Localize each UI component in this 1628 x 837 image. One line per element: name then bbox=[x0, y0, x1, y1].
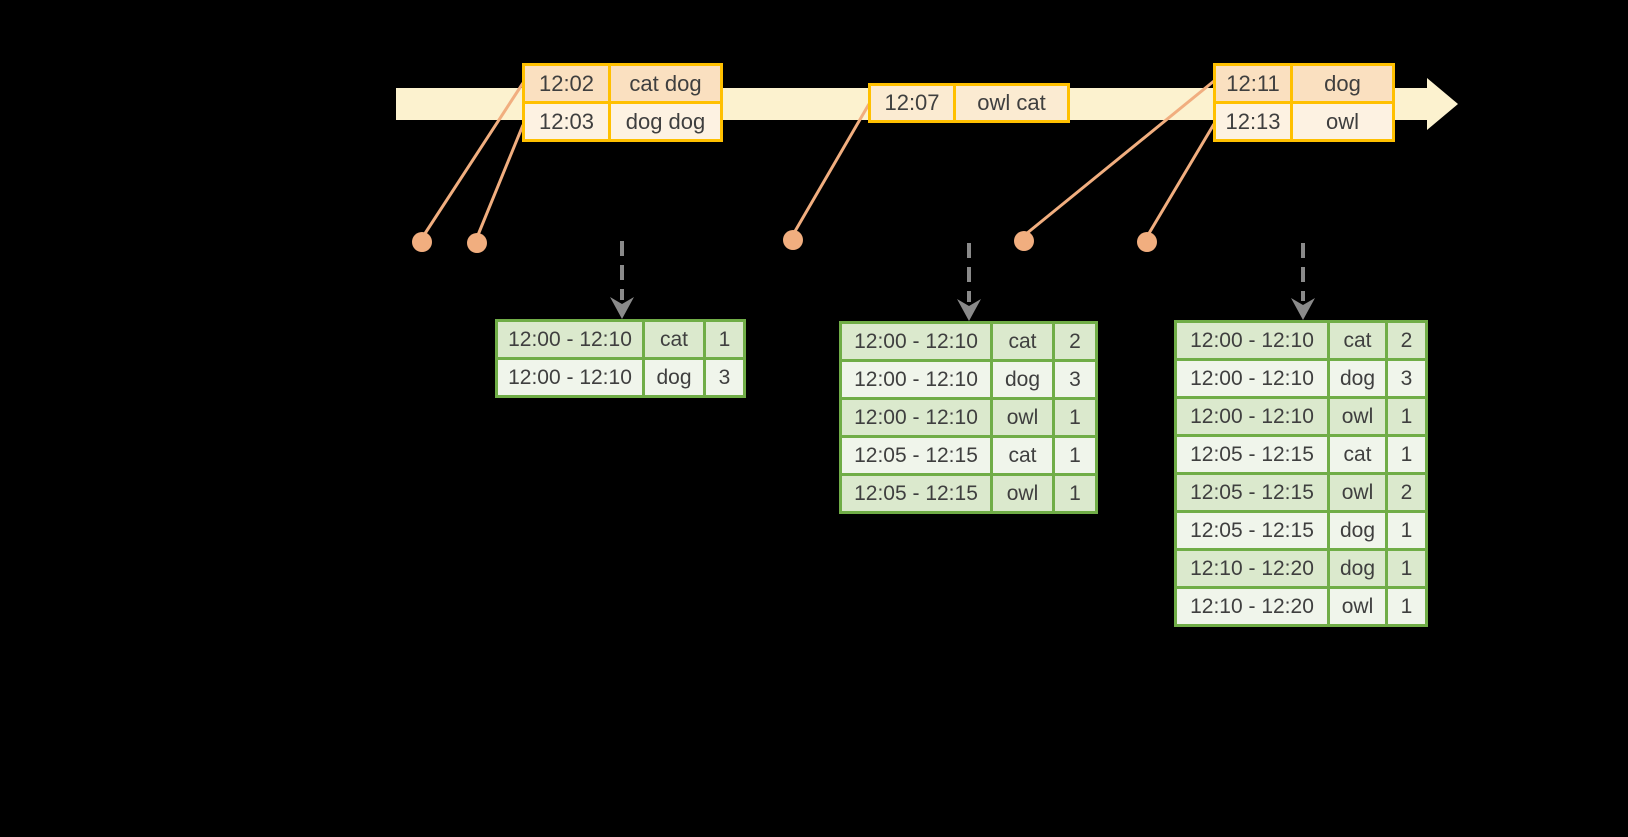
result-window: 12:00 - 12:10 bbox=[1177, 323, 1327, 358]
result-word: cat bbox=[1330, 437, 1385, 472]
result-window: 12:10 - 12:20 bbox=[1177, 589, 1327, 624]
result-count: 2 bbox=[1055, 324, 1095, 359]
result-count: 3 bbox=[1055, 362, 1095, 397]
result-count: 1 bbox=[1055, 438, 1095, 473]
event-words: owl bbox=[1293, 104, 1392, 139]
result-count: 3 bbox=[706, 360, 743, 395]
result-window: 12:05 - 12:15 bbox=[842, 438, 990, 473]
result-window: 12:00 - 12:10 bbox=[1177, 361, 1327, 396]
result-count: 1 bbox=[1388, 399, 1425, 434]
result-window: 12:00 - 12:10 bbox=[498, 360, 642, 395]
result-window: 12:05 - 12:15 bbox=[1177, 475, 1327, 510]
event-dot bbox=[1137, 232, 1157, 252]
result-window: 12:00 - 12:10 bbox=[842, 400, 990, 435]
event-time: 12:13 bbox=[1216, 104, 1290, 139]
event-time: 12:07 bbox=[871, 86, 953, 120]
event-connector-line bbox=[792, 103, 871, 234]
result-word: cat bbox=[993, 438, 1052, 473]
result-word: owl bbox=[993, 400, 1052, 435]
emit-arrow-head-icon bbox=[957, 299, 981, 321]
event-table-3: 12:11 dog 12:13 owl bbox=[1213, 63, 1395, 142]
result-table-1: 12:00 - 12:10 cat 1 12:00 - 12:10 dog 3 bbox=[495, 319, 746, 398]
result-count: 2 bbox=[1388, 475, 1425, 510]
result-word: owl bbox=[1330, 475, 1385, 510]
result-word: owl bbox=[1330, 399, 1385, 434]
result-window: 12:00 - 12:10 bbox=[842, 362, 990, 397]
stream-arrowhead-icon bbox=[1427, 78, 1458, 130]
result-word: dog bbox=[993, 362, 1052, 397]
event-time: 12:03 bbox=[525, 104, 608, 139]
result-count: 2 bbox=[1388, 323, 1425, 358]
result-count: 1 bbox=[1388, 551, 1425, 586]
event-words: dog bbox=[1293, 66, 1392, 101]
result-word: dog bbox=[645, 360, 703, 395]
result-word: dog bbox=[1330, 551, 1385, 586]
result-word: owl bbox=[993, 476, 1052, 511]
result-word: dog bbox=[1330, 361, 1385, 396]
result-word: cat bbox=[645, 322, 703, 357]
result-count: 1 bbox=[1055, 400, 1095, 435]
event-dot bbox=[1014, 231, 1034, 251]
result-window: 12:05 - 12:15 bbox=[842, 476, 990, 511]
event-words: cat dog bbox=[611, 66, 720, 101]
event-dot bbox=[467, 233, 487, 253]
emit-arrow-head-icon bbox=[610, 297, 634, 319]
event-time: 12:02 bbox=[525, 66, 608, 101]
event-connector-line bbox=[422, 82, 525, 236]
result-table-2: 12:00 - 12:10 cat 2 12:00 - 12:10 dog 3 … bbox=[839, 321, 1098, 514]
result-word: cat bbox=[1330, 323, 1385, 358]
result-count: 1 bbox=[706, 322, 743, 357]
event-table-2: 12:07 owl cat bbox=[868, 83, 1070, 123]
event-words: dog dog bbox=[611, 104, 720, 139]
event-dot bbox=[783, 230, 803, 250]
result-count: 3 bbox=[1388, 361, 1425, 396]
result-window: 12:05 - 12:15 bbox=[1177, 513, 1327, 548]
event-dot bbox=[412, 232, 432, 252]
event-connector-line bbox=[1146, 123, 1216, 236]
event-connector-line bbox=[476, 124, 525, 236]
emit-arrow-head-icon bbox=[1291, 298, 1315, 320]
result-word: owl bbox=[1330, 589, 1385, 624]
result-window: 12:00 - 12:10 bbox=[842, 324, 990, 359]
result-count: 1 bbox=[1388, 437, 1425, 472]
event-connector-line bbox=[1025, 79, 1215, 236]
event-table-1: 12:02 cat dog 12:03 dog dog bbox=[522, 63, 723, 142]
result-window: 12:10 - 12:20 bbox=[1177, 551, 1327, 586]
event-words: owl cat bbox=[956, 86, 1067, 120]
result-count: 1 bbox=[1388, 513, 1425, 548]
result-word: dog bbox=[1330, 513, 1385, 548]
result-word: cat bbox=[993, 324, 1052, 359]
result-count: 1 bbox=[1388, 589, 1425, 624]
result-window: 12:00 - 12:10 bbox=[1177, 399, 1327, 434]
result-window: 12:00 - 12:10 bbox=[498, 322, 642, 357]
result-count: 1 bbox=[1055, 476, 1095, 511]
event-time: 12:11 bbox=[1216, 66, 1290, 101]
result-window: 12:05 - 12:15 bbox=[1177, 437, 1327, 472]
result-table-3: 12:00 - 12:10 cat 2 12:00 - 12:10 dog 3 … bbox=[1174, 320, 1428, 627]
